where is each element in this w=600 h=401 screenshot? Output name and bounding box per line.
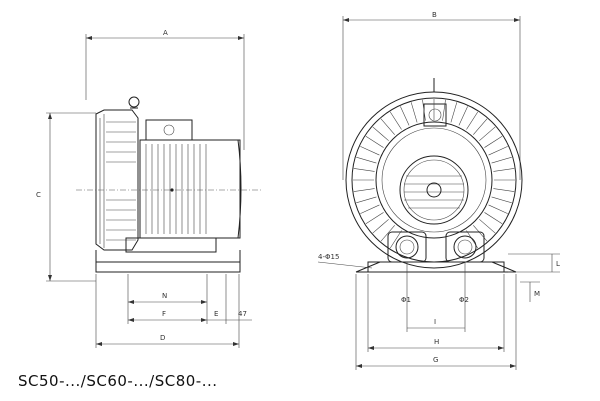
fin-line (389, 111, 402, 130)
motor-body (139, 139, 241, 239)
fin-line (458, 106, 468, 126)
fin-line (442, 99, 446, 121)
terminal-box (145, 119, 193, 141)
dim-label-d: D (160, 334, 165, 342)
fin-line (466, 111, 479, 130)
dim-label-d2: Φ2 (459, 296, 469, 304)
fin-line (422, 99, 426, 121)
fin-line (380, 118, 395, 135)
dim-label-c: C (36, 191, 41, 199)
fin-line (473, 225, 488, 242)
fin-line (484, 212, 503, 225)
fin-line (410, 102, 418, 123)
housing-fins (106, 121, 136, 241)
fin-line (372, 126, 389, 141)
dim-label-e: E (214, 310, 218, 318)
front-view: B 4-Φ15 (317, 11, 560, 370)
fin-line (488, 146, 508, 156)
side-view: A C (36, 29, 262, 348)
dim-label-d1: Φ1 (401, 296, 411, 304)
housing-outer (345, 91, 523, 269)
fin-line (479, 219, 496, 234)
fin-line (491, 196, 512, 204)
fin-line (389, 230, 402, 249)
fan-cover (399, 155, 469, 225)
fin-line (360, 146, 380, 156)
dim-label-m: M (534, 290, 540, 298)
fin-line (450, 102, 458, 123)
dim-label-i: I (434, 318, 436, 326)
fin-line (353, 168, 375, 172)
fin-line (484, 135, 503, 148)
dim-label-a: A (163, 29, 168, 37)
top-outlet (423, 103, 447, 127)
fin-line (380, 225, 395, 242)
fin-line (473, 118, 488, 135)
fin-line (356, 156, 377, 164)
dim-label-l: L (556, 260, 560, 268)
dim-value-e: 47 (238, 310, 247, 318)
base-plate (367, 261, 505, 273)
fin-line (400, 106, 410, 126)
model-caption: SC50-.../SC60-.../SC80-... (18, 372, 218, 390)
dim-label-b: B (432, 11, 437, 19)
dim-label-n: N (162, 292, 167, 300)
fin-line (493, 188, 515, 192)
fin-line (488, 204, 508, 214)
fin-line (353, 188, 375, 192)
fin-line (360, 204, 380, 214)
radial-fins (353, 99, 515, 249)
dim-label-holes: 4-Φ15 (318, 253, 339, 261)
fin-line (491, 156, 512, 164)
fin-line (365, 212, 384, 225)
dim-label-g: G (433, 356, 438, 364)
fin-line (372, 219, 389, 234)
fin-line (479, 126, 496, 141)
lifting-eye-icon (128, 96, 140, 108)
fin-line (493, 168, 515, 172)
dim-label-f: F (162, 310, 166, 318)
fin-line (356, 196, 377, 204)
fin-line (365, 135, 384, 148)
dim-label-h: H (434, 338, 439, 346)
